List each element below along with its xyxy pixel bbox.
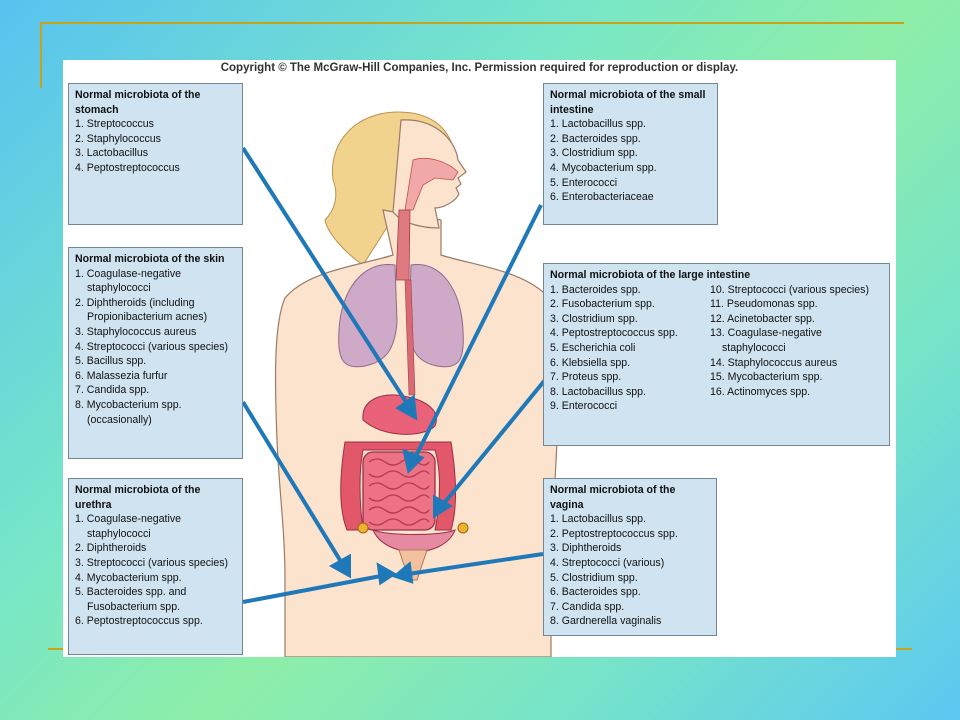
uterus — [372, 529, 456, 553]
arrow-skin — [241, 400, 345, 567]
arrow-large-intestine — [439, 378, 547, 509]
deco-line-top — [40, 22, 904, 24]
arrow-urethra — [242, 574, 382, 604]
list-item: 9. Enterococci — [550, 400, 618, 413]
arrow-stomach — [241, 146, 410, 407]
list-item: 8. Mycobacterium spp. (occasionally) — [75, 398, 182, 426]
list-item: 6. Klebsiella spp. — [550, 356, 631, 369]
list-item: 2. Diphtheroids (including Propionibacte… — [75, 296, 208, 324]
list-item: 3. Lactobacillus — [75, 147, 149, 160]
list-item: 3. Streptococci (various species) — [75, 556, 229, 569]
arrow-vagina — [407, 552, 544, 576]
list-item: 12. Acinetobacter spp. — [710, 312, 815, 325]
esophagus — [404, 279, 416, 396]
list-item: 4. Peptostreptococcus — [75, 161, 180, 174]
list-item: 4. Streptococci (various species) — [75, 340, 229, 353]
list-item: 5. Clostridium spp. — [550, 571, 638, 584]
deco-line-left — [40, 22, 42, 88]
list-item: 6. Bacteroides spp. — [550, 586, 641, 599]
box-vagina: Normal microbiota of the vagina 1. Lacto… — [543, 478, 717, 636]
list-item: 15. Mycobacterium spp. — [710, 371, 823, 384]
right-lung — [408, 263, 464, 368]
box-small-intestine: Normal microbiota of the small intestine… — [543, 83, 718, 225]
list-item: 7. Candida spp. — [550, 600, 625, 613]
list-item: 8. Gardnerella vaginalis — [550, 615, 662, 628]
large-intestine — [340, 441, 456, 531]
body-illustration — [241, 111, 560, 657]
list-item: 1. Streptococcus — [75, 118, 154, 131]
list-item: 1. Coagulase-negative staphylococci — [75, 267, 182, 295]
diagram-panel: Copyright © The McGraw-Hill Companies, I… — [63, 60, 896, 657]
nasal-cavity — [404, 157, 459, 211]
box-large-intestine-title: Normal microbiota of the large intestine — [550, 269, 751, 281]
list-item: 2. Fusobacterium spp. — [550, 298, 655, 311]
ovary-left — [357, 522, 369, 534]
list-item: 8. Lactobacillus spp. — [550, 385, 646, 398]
small-intestine — [362, 451, 436, 531]
list-item: 7. Candida spp. — [75, 384, 150, 397]
list-item: 7. Proteus spp. — [550, 371, 622, 384]
box-stomach: Normal microbiota of the stomach 1. Stre… — [68, 83, 243, 225]
list-item: 1. Coagulase-negative staphylococci — [75, 513, 182, 540]
box-skin: Normal microbiota of the skin 1. Coagula… — [68, 247, 243, 459]
list-item: 1. Lactobacillus spp. — [550, 118, 646, 131]
list-item: 16. Actinomyces spp. — [710, 385, 811, 398]
list-item: 6. Peptostreptococcus spp. — [75, 615, 203, 628]
list-item: 13. Coagulase-negative staphylococci — [710, 327, 822, 354]
list-item: 2. Diphtheroids — [75, 542, 147, 555]
list-item: 2. Peptostreptococcus spp. — [550, 527, 678, 540]
list-item: 1. Bacteroides spp. — [550, 283, 641, 296]
list-item: 6. Malassezia furfur — [75, 369, 168, 382]
list-item: 3. Clostridium spp. — [550, 312, 638, 325]
list-item: 1. Lactobacillus spp. — [550, 513, 646, 526]
box-vagina-title: Normal microbiota of the vagina — [550, 484, 676, 511]
box-small-intestine-title: Normal microbiota of the small intestine — [550, 89, 706, 116]
box-urethra-title: Normal microbiota of the urethra — [75, 484, 201, 511]
list-item: 4. Peptostreptococcus spp. — [550, 327, 678, 340]
list-item: 6. Enterobacteriaceae — [550, 191, 654, 204]
list-item: 3. Diphtheroids — [550, 542, 622, 555]
list-item: 5. Escherichia coli — [550, 341, 636, 354]
list-item: 4. Mycobacterium spp. — [75, 571, 182, 584]
list-item: 5. Bacillus spp. — [75, 355, 147, 368]
list-item: 5. Bacteroides spp. and Fusobacterium sp… — [75, 586, 187, 613]
list-item: 5. Enterococci — [550, 176, 618, 189]
left-lung — [338, 263, 398, 368]
copyright-notice: Copyright © The McGraw-Hill Companies, I… — [220, 62, 739, 74]
stomach-organ — [362, 394, 437, 435]
list-item: 3. Clostridium spp. — [550, 147, 638, 160]
ovary-right — [457, 522, 469, 534]
box-urethra: Normal microbiota of the urethra 1. Coag… — [68, 478, 243, 655]
box-stomach-title: Normal microbiota of the stomach — [75, 89, 201, 116]
list-item: 4. Streptococci (various) — [550, 556, 665, 569]
list-item: 10. Streptococci (various species) — [710, 283, 869, 296]
arrow-small-intestine — [413, 204, 543, 459]
list-item: 2. Staphylococcus — [75, 132, 161, 145]
list-item: 4. Mycobacterium spp. — [550, 161, 657, 174]
list-item: 2. Bacteroides spp. — [550, 132, 641, 145]
box-large-intestine: Normal microbiota of the large intestine… — [543, 263, 890, 446]
box-skin-title: Normal microbiota of the skin — [75, 253, 225, 265]
pointer-arrows — [241, 146, 547, 604]
list-item: 14. Staphylococcus aureus — [710, 356, 838, 369]
list-item: 11. Pseudomonas spp. — [710, 298, 818, 311]
list-item: 3. Staphylococcus aureus — [75, 325, 197, 338]
